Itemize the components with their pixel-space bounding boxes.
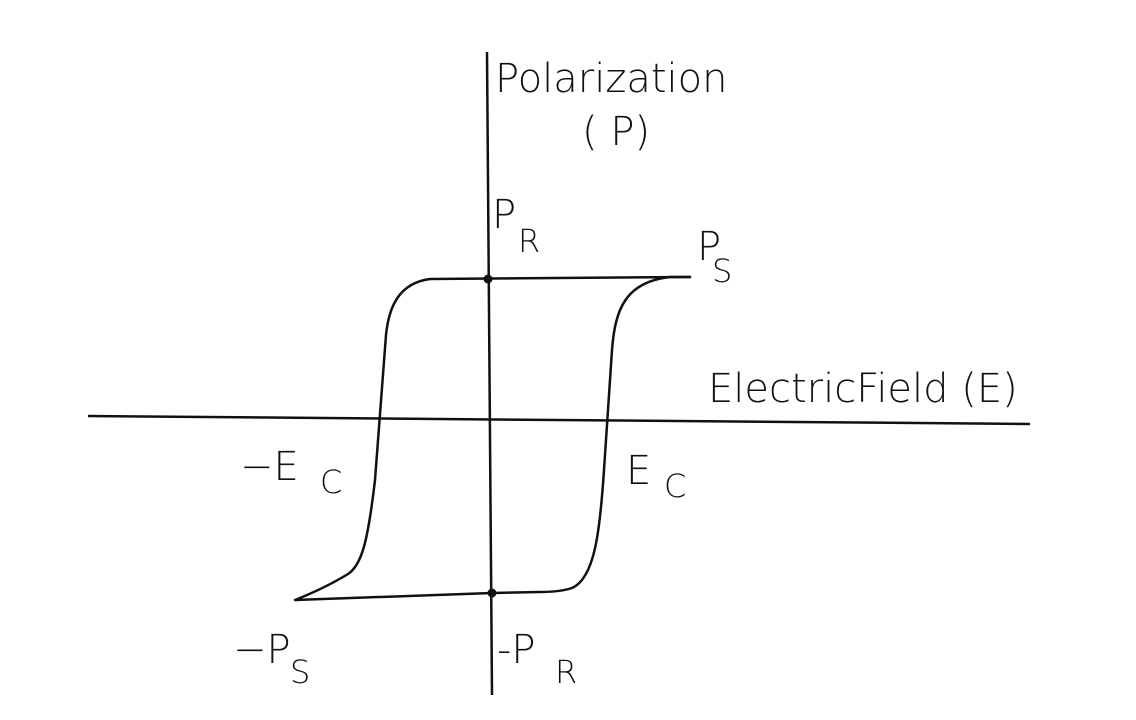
neg-ps-subscript: S	[290, 653, 310, 691]
x-axis-label: ElectricField (E)	[708, 366, 1018, 412]
hysteresis-upper-branch	[492, 277, 690, 593]
ec-subscript: C	[664, 467, 686, 505]
negative-remanence-dot	[488, 589, 497, 598]
neg-pr-label: -P	[497, 627, 536, 673]
y-axis-label-line2: ( P)	[582, 109, 650, 155]
ps-subscript: S	[712, 252, 732, 290]
positive-remanence-dot	[484, 275, 493, 284]
neg-ec-label: −E	[240, 444, 299, 490]
x-axis	[88, 416, 1030, 424]
neg-ec-subscript: C	[320, 463, 342, 501]
hysteresis-lower-branch	[295, 277, 690, 600]
ec-label: E	[626, 448, 651, 494]
neg-ps-label: −P	[233, 627, 291, 673]
y-axis-label-line1: Polarization	[495, 56, 727, 102]
pr-subscript: R	[518, 222, 540, 260]
pr-label: P	[492, 192, 516, 238]
y-axis	[487, 52, 492, 695]
neg-pr-subscript: R	[555, 653, 577, 691]
